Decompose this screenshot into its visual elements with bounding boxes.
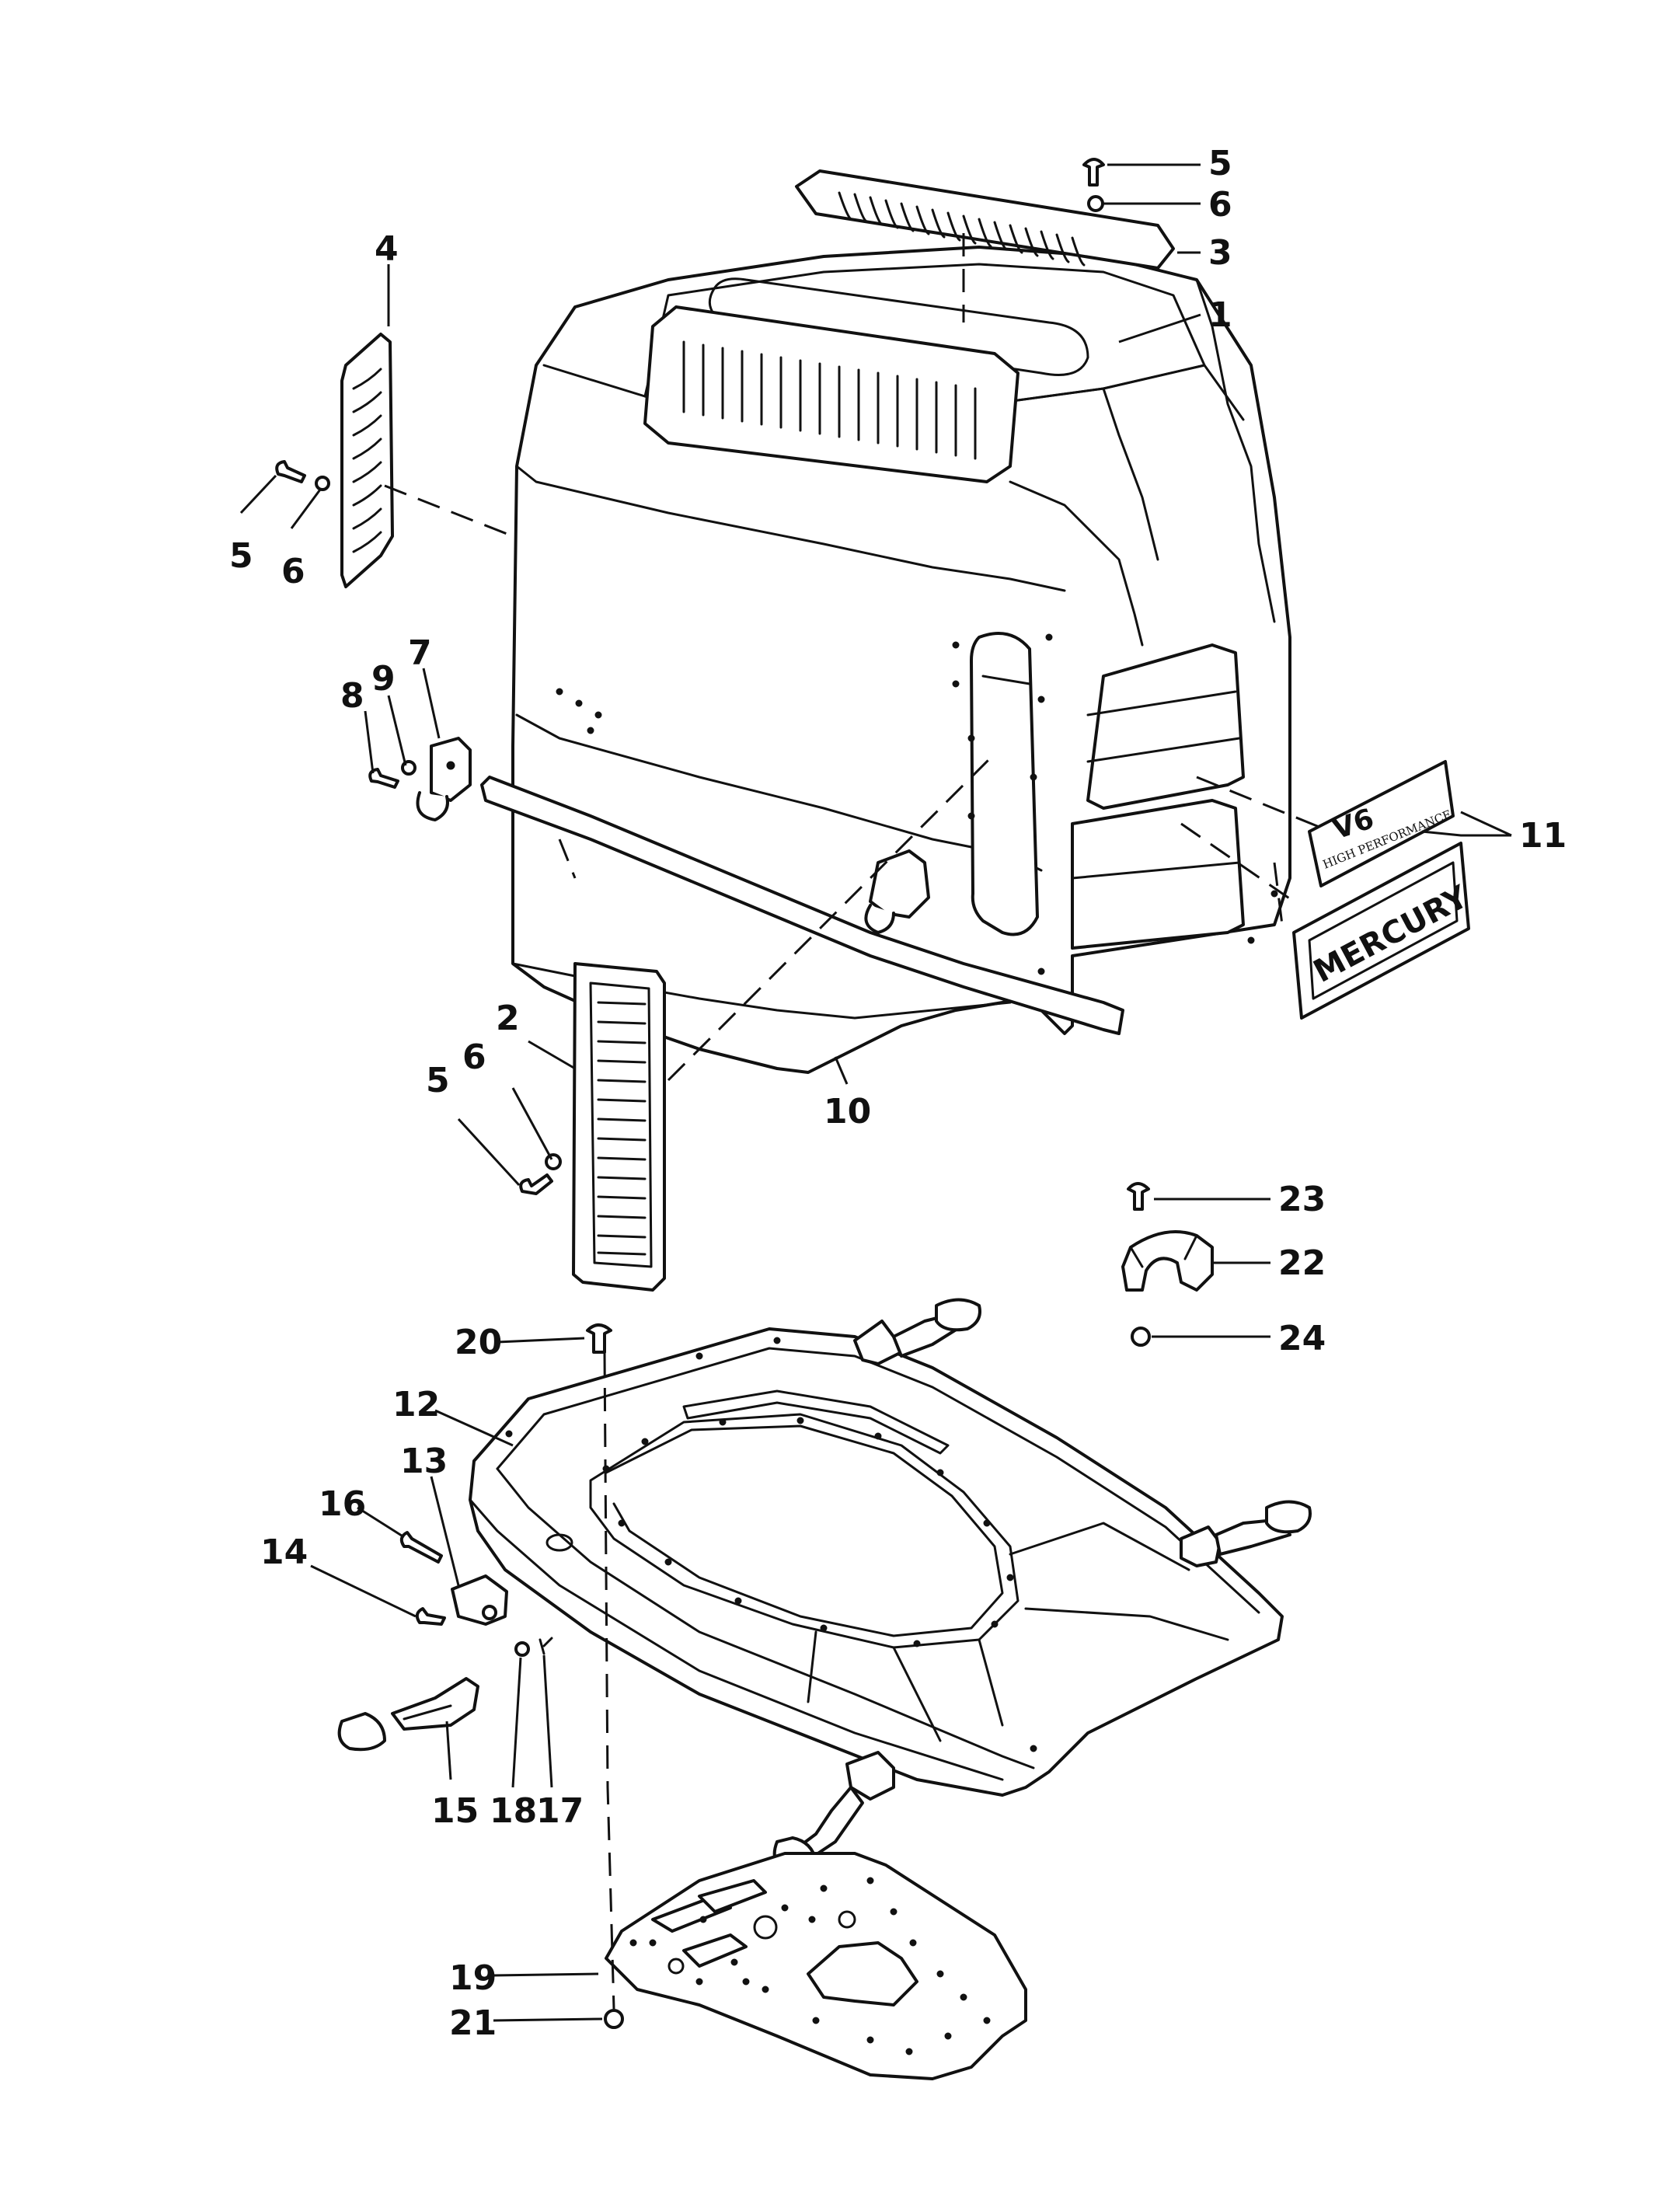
callout-1: 1	[1208, 295, 1232, 335]
side-vent-plate	[340, 333, 394, 588]
callout-15: 15	[431, 1791, 479, 1831]
callout-9: 9	[371, 659, 396, 699]
hinge-bracket	[399, 1531, 553, 1657]
callout-10: 10	[824, 1092, 871, 1131]
callout-18: 18	[490, 1791, 537, 1831]
callout-21: 21	[449, 2003, 497, 2043]
callout-12: 12	[392, 1385, 440, 1424]
callout-23: 23	[1278, 1180, 1326, 1219]
callout-5-top: 5	[1208, 144, 1232, 183]
latch-handle-rear	[853, 1298, 981, 1365]
fasteners-upper	[275, 158, 1105, 1195]
callout-6-top: 6	[1208, 185, 1232, 225]
latch-handle-right	[1180, 1500, 1312, 1567]
seal-strip	[480, 776, 1124, 1035]
callout-2: 2	[496, 999, 520, 1038]
callout-22: 22	[1278, 1243, 1326, 1283]
top-vent-plate	[795, 169, 1175, 270]
callout-24: 24	[1278, 1319, 1326, 1358]
callout-14: 14	[260, 1532, 308, 1572]
bottom-cowl	[469, 1327, 1284, 1797]
callout-3: 3	[1208, 233, 1232, 273]
callout-16: 16	[319, 1484, 366, 1524]
clamp-assembly	[1121, 1182, 1214, 1347]
callout-11: 11	[1519, 816, 1567, 856]
callout-19: 19	[449, 1958, 497, 1998]
callout-5-left: 5	[229, 536, 253, 576]
callout-labels: 5 6 3 1 4 5 6 8 9 7 11 10 2 6 5 23 22 24…	[229, 144, 1567, 2043]
callout-6-left: 6	[281, 552, 305, 591]
leader-lines	[239, 163, 1512, 2022]
callout-7: 7	[408, 633, 432, 673]
mounting-plate	[604, 1852, 1027, 2080]
alignment-lines	[384, 233, 1322, 2010]
callout-17: 17	[536, 1791, 584, 1831]
callout-6-lower: 6	[462, 1037, 486, 1077]
lower-vent-plate	[572, 962, 666, 1292]
latch-bracket-left	[416, 737, 472, 821]
latch-handle-15	[337, 1677, 479, 1752]
callout-4: 4	[375, 229, 399, 269]
callout-5-lower: 5	[426, 1061, 450, 1100]
callout-20: 20	[455, 1323, 502, 1362]
callout-13: 13	[400, 1442, 448, 1481]
bolt-20	[586, 1323, 612, 1354]
callout-8: 8	[340, 676, 364, 716]
